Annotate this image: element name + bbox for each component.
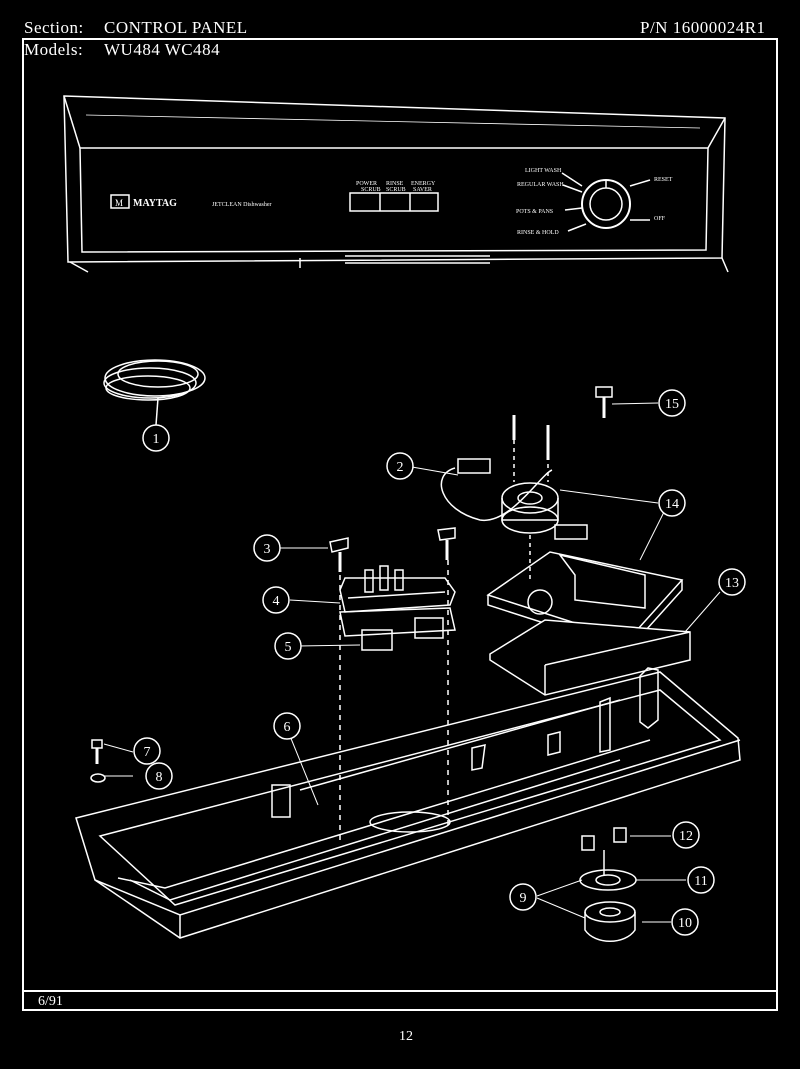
brand-text: MAYTAG [133, 198, 177, 209]
knob-assembly [579, 827, 637, 942]
callout-5: 5 [274, 632, 302, 660]
option-label-1: POWER [356, 181, 377, 187]
section-label: Section: [24, 18, 84, 37]
models-value: WU484 WC484 [104, 40, 221, 59]
option-label-3b: SAVER [413, 187, 432, 193]
callout-1: 1 [142, 424, 170, 452]
callout-number: 4 [273, 594, 280, 609]
callout-6: 6 [273, 712, 301, 740]
control-panel-housing [75, 667, 741, 939]
cycle-label-regular-wash: REGULAR WASH [517, 182, 564, 188]
wire-harness-coil [103, 359, 206, 426]
callout-circle [658, 489, 686, 517]
callout-number: 1 [153, 432, 160, 447]
callout-13: 13 [718, 568, 746, 596]
series-text: JETCLEAN Dishwasher [212, 202, 272, 208]
callout-number: 3 [264, 542, 271, 557]
callout-3: 3 [253, 534, 281, 562]
callout-circle [658, 389, 686, 417]
knob-label-off: OFF [654, 216, 666, 222]
callout-9: 9 [509, 883, 537, 911]
callout-11: 11 [687, 866, 715, 894]
callout-number: 10 [678, 916, 692, 931]
option-label-2: RINSE [386, 181, 404, 187]
screw-and-washer [90, 739, 106, 783]
callout-circle [672, 821, 700, 849]
switch-bracket-icon [457, 458, 491, 474]
callout-number: 12 [679, 829, 693, 844]
callout-circle [253, 534, 281, 562]
callout-number: 8 [156, 770, 163, 785]
callout-circle [509, 883, 537, 911]
option-label-2b: SCRUB [386, 187, 406, 193]
callout-circle [274, 632, 302, 660]
part-number: P/N 16000024R1 [640, 18, 766, 37]
models-label: Models: [24, 40, 84, 59]
callout-2: 2 [386, 452, 414, 480]
pushbutton-switch-assembly [329, 527, 456, 840]
callout-number: 11 [694, 874, 707, 889]
callout-circle [262, 586, 290, 614]
maytag-logo-icon [110, 194, 130, 209]
callout-circle [273, 712, 301, 740]
callout-circle [671, 908, 699, 936]
callout-7: 7 [133, 737, 161, 765]
callout-circle [718, 568, 746, 596]
option-label-1b: SCRUB [361, 187, 381, 193]
control-panel-front-view: M MAYTAG JETCLEAN Dishwasher POWER SCRUB… [63, 95, 729, 273]
callout-10: 10 [671, 908, 699, 936]
callout-circle [687, 866, 715, 894]
cycle-label-pots-pans: POTS & PANS [516, 209, 553, 215]
callout-circle [145, 762, 173, 790]
callout-number: 9 [520, 891, 527, 906]
footer-date: 6/91 [38, 994, 63, 1009]
leader-lines [103, 402, 721, 923]
callout-15: 15 [658, 389, 686, 417]
knob-label-reset: RESET [654, 177, 673, 183]
callout-number: 13 [725, 576, 739, 591]
timer-motor-icon [501, 482, 559, 514]
screw-icon [512, 386, 613, 460]
option-button-bank [349, 192, 439, 212]
callout-circle [133, 737, 161, 765]
callout-12: 12 [672, 821, 700, 849]
option-label-3: ENERGY [411, 181, 436, 187]
page-number: 12 [399, 1029, 413, 1044]
diagram-frame [22, 38, 778, 1011]
callout-number: 5 [285, 640, 292, 655]
callout-number: 14 [665, 497, 679, 512]
callout-number: 2 [397, 460, 404, 475]
footer-rule [24, 990, 776, 992]
callout-number: 6 [284, 720, 291, 735]
callout-4: 4 [262, 586, 290, 614]
section-value: CONTROL PANEL [104, 18, 248, 37]
cycle-label-rinse-hold: RINSE & HOLD [517, 230, 559, 236]
callout-8: 8 [145, 762, 173, 790]
callout-circle [386, 452, 414, 480]
timer-plate [489, 619, 691, 696]
callout-circle [142, 424, 170, 452]
callout-14: 14 [658, 489, 686, 517]
maytag-logo-m: M [115, 198, 123, 208]
timer-assembly [440, 386, 684, 660]
callout-number: 7 [144, 745, 151, 760]
cycle-label-light-wash: LIGHT WASH [525, 168, 562, 174]
callout-number: 15 [665, 397, 679, 412]
